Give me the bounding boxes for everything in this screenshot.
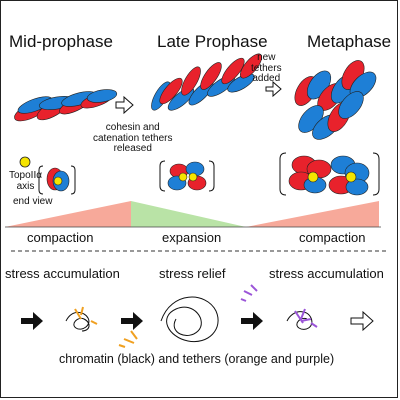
stress-label-left: stress accumulation bbox=[5, 266, 120, 281]
end-view-mid-prophase bbox=[38, 165, 76, 195]
topo-axis-label: TopoIIα axis bbox=[9, 170, 43, 192]
stage-title-metaphase: Metaphase bbox=[307, 32, 392, 51]
arrow-1 bbox=[21, 312, 43, 330]
end-view-metaphase bbox=[279, 152, 380, 196]
compaction-wedge-left bbox=[5, 201, 131, 227]
hollow-arrow-1 bbox=[115, 95, 134, 115]
caption: chromatin (black) and tethers (orange an… bbox=[59, 352, 335, 366]
stage-title-late-prophase: Late Prophase bbox=[157, 32, 268, 51]
purple-tether-fragments bbox=[240, 284, 258, 302]
orange-tether-fragments bbox=[118, 330, 138, 348]
stage-title-mid-prophase: Mid-prophase bbox=[9, 32, 113, 51]
chromatin-compact-2 bbox=[286, 308, 318, 330]
arrow-3 bbox=[241, 312, 263, 330]
phase-label-right: compaction bbox=[299, 230, 366, 245]
end-view-late-prophase bbox=[159, 160, 215, 192]
hollow-arrow-2 bbox=[265, 80, 282, 98]
cohesin-release-annotation: cohesin and catenation tethers released bbox=[93, 122, 173, 154]
mid-prophase-chromosome bbox=[14, 89, 118, 122]
phase-label-middle: expansion bbox=[162, 230, 222, 245]
new-tethers-annotation: new tethers added bbox=[251, 52, 282, 84]
hollow-arrow-3 bbox=[350, 310, 374, 332]
stress-label-middle: stress relief bbox=[159, 266, 226, 281]
end-view-label: end view bbox=[13, 196, 53, 207]
topo-legend-dot bbox=[19, 156, 31, 168]
expansion-wedge bbox=[131, 201, 246, 227]
chromatin-expanded bbox=[160, 296, 219, 343]
phase-label-left: compaction bbox=[27, 230, 94, 245]
metaphase-chromosome bbox=[294, 60, 377, 140]
compaction-wedge-right bbox=[246, 201, 379, 227]
late-prophase-chromosome bbox=[151, 53, 262, 111]
stress-label-right: stress accumulation bbox=[269, 266, 384, 281]
arrow-2 bbox=[121, 312, 143, 330]
chromatin-compact-1 bbox=[65, 306, 98, 332]
